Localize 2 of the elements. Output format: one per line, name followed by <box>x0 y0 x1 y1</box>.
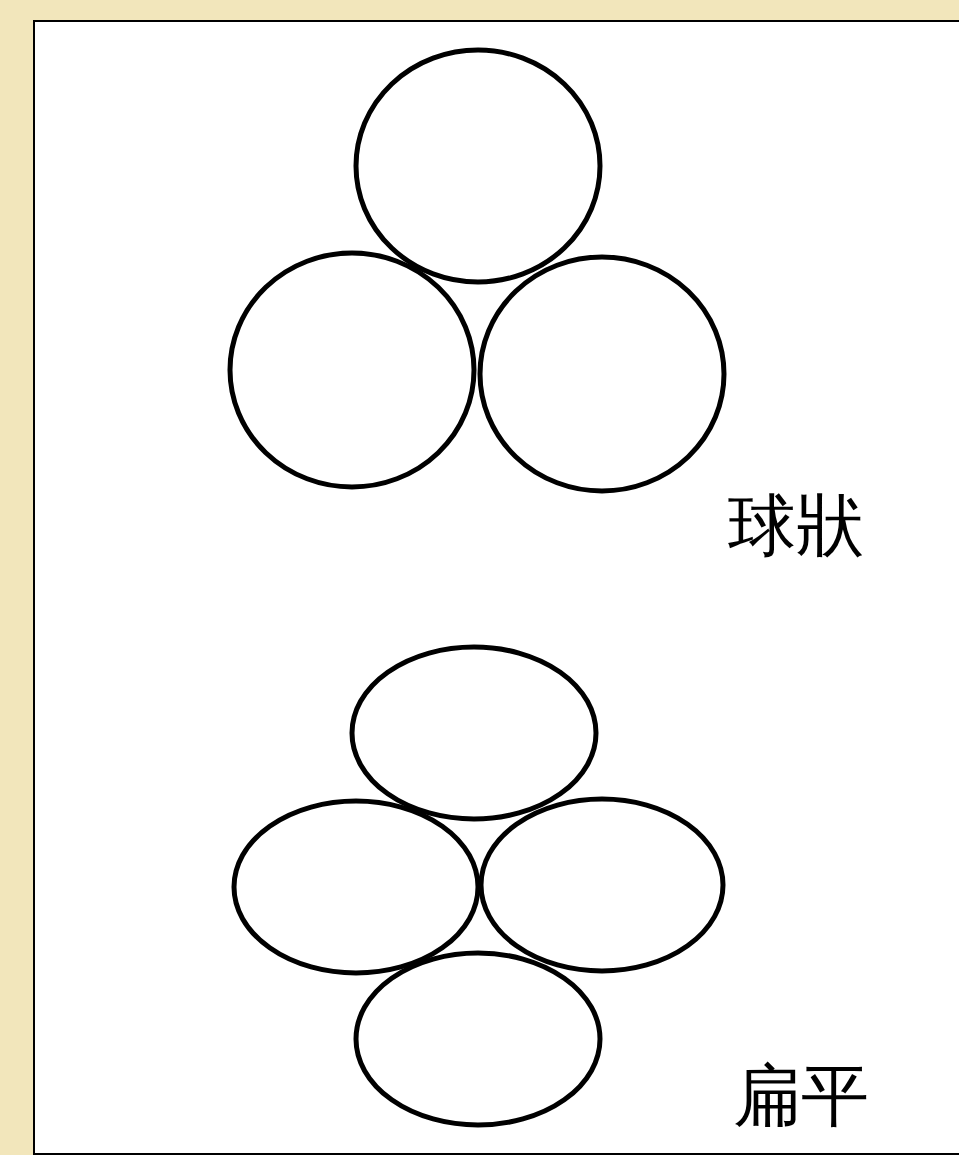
shape-label: 球狀 <box>728 492 864 560</box>
shape-label: 扁平 <box>733 1062 869 1130</box>
